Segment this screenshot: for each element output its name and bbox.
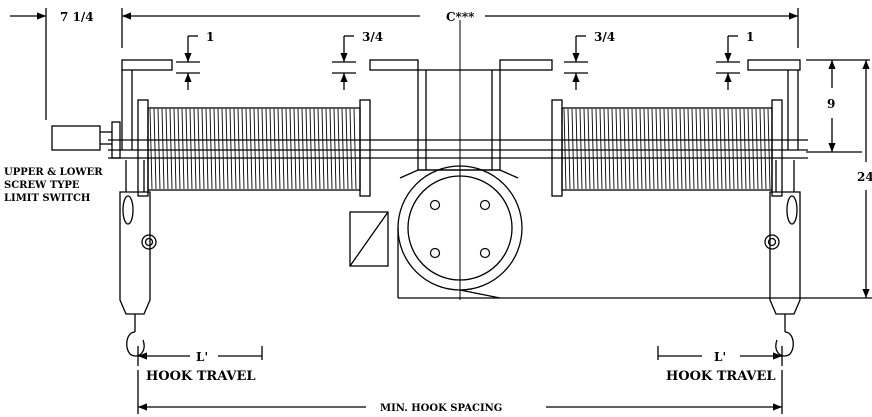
left-offset-label: 7 1/4 — [60, 10, 94, 24]
center-label: C*** — [446, 10, 475, 24]
height-upper-label: 9 — [827, 97, 835, 111]
height-dimension-lines — [500, 59, 872, 299]
height-total-label: 24 — [857, 170, 872, 184]
gap-outer-left-label: 1 — [206, 30, 214, 44]
gap-inner-left-label: 3/4 — [362, 30, 383, 44]
gear-bolts — [429, 199, 491, 259]
limit-switch-note-line2: SCREW TYPE — [4, 180, 80, 191]
gap-inner-right-label: 3/4 — [594, 30, 615, 44]
right-drum — [551, 99, 783, 197]
gap-outer-right-label: 1 — [746, 30, 754, 44]
gap-dimension-marks — [176, 35, 740, 90]
top-dimension-lines — [10, 8, 799, 300]
right-hook-travel-label: HOOK TRAVEL — [666, 369, 776, 384]
gear-housing — [397, 165, 523, 299]
limit-switch-note-line3: LIMIT SWITCH — [4, 193, 90, 204]
hook-travel-dimension-lines — [137, 346, 783, 366]
left-drum-coils — [149, 108, 357, 190]
right-travel-symbol: L' — [714, 350, 726, 364]
center-housing — [417, 69, 501, 171]
left-travel-symbol: L' — [196, 350, 208, 364]
left-hook-block — [119, 160, 157, 357]
limit-switch-box — [51, 121, 121, 159]
min-spacing-dimension-lines — [137, 370, 783, 414]
right-hook-block — [764, 160, 801, 357]
side-frames — [121, 70, 799, 150]
limit-switch-note-line1: UPPER & LOWER — [4, 167, 103, 178]
top-plates — [121, 59, 801, 71]
shaft — [108, 139, 808, 159]
motor-box — [349, 211, 389, 267]
left-hook-travel-label: HOOK TRAVEL — [146, 369, 256, 384]
left-drum — [137, 99, 371, 197]
right-drum-coils — [563, 108, 771, 190]
min-hook-spacing-label: MIN. HOOK SPACING — [380, 403, 502, 414]
